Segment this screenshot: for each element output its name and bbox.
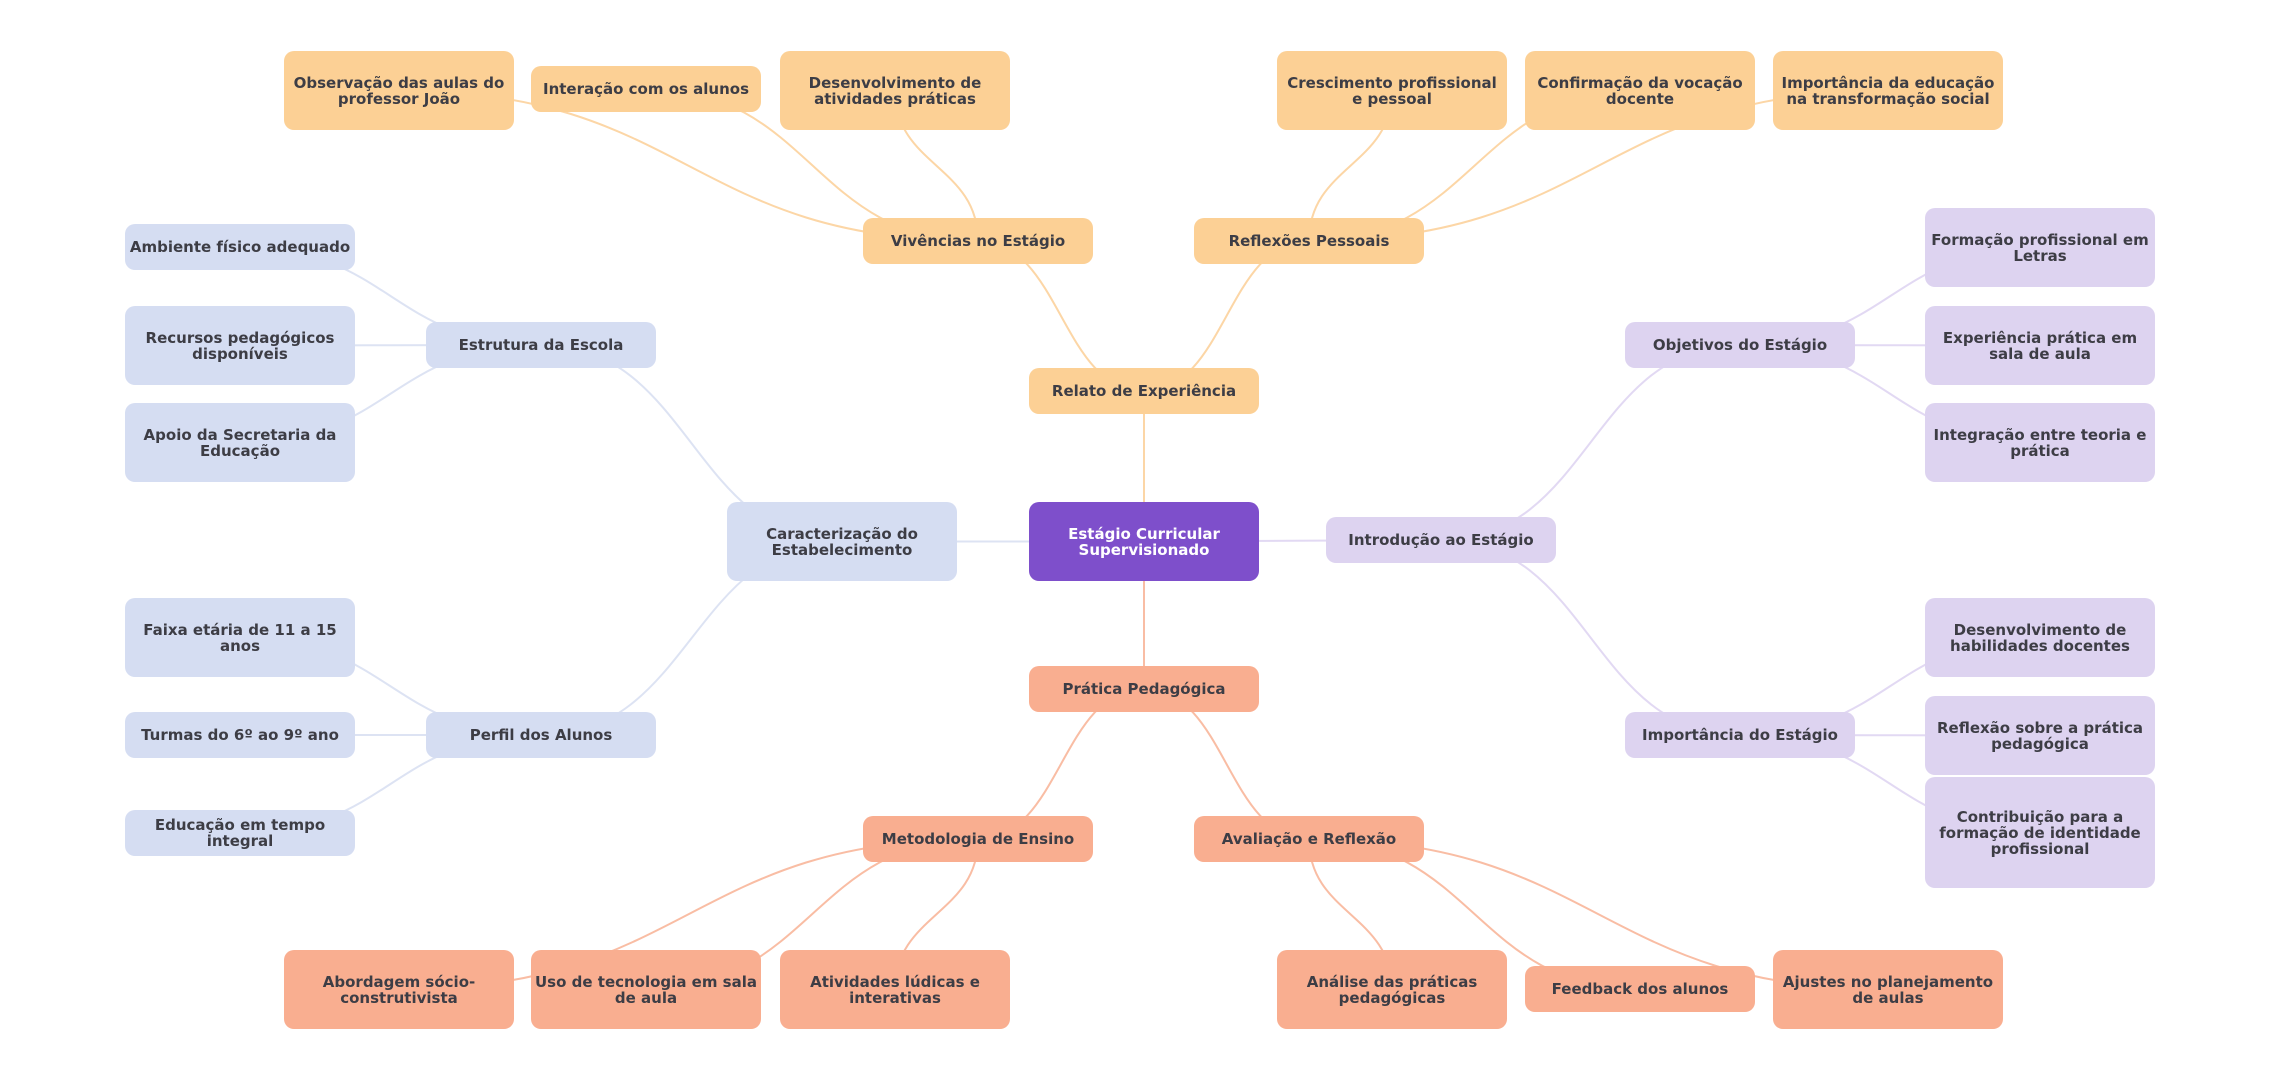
node-interacao-com-os-alunos[interactable]: Interação com os alunos: [531, 66, 761, 112]
node-ajustes-no-planejamento[interactable]: Ajustes no planejamento de aulas: [1773, 950, 2003, 1029]
node-estrutura-da-escola[interactable]: Estrutura da Escola: [426, 322, 656, 368]
node-formacao-profissional[interactable]: Formação profissional em Letras: [1925, 208, 2155, 287]
node-desenvolvimento-de-habilidades[interactable]: Desenvolvimento de habilidades docentes: [1925, 598, 2155, 677]
node-ambiente-fisico[interactable]: Ambiente físico adequado: [125, 224, 355, 270]
node-importancia-do-estagio[interactable]: Importância do Estágio: [1625, 712, 1855, 758]
node-uso-de-tecnologia[interactable]: Uso de tecnologia em sala de aula: [531, 950, 761, 1029]
node-abordagem-socio-construtivista[interactable]: Abordagem sócio-construtivista: [284, 950, 514, 1029]
node-introducao-ao-estagio[interactable]: Introdução ao Estágio: [1326, 517, 1556, 563]
node-metodologia-de-ensino[interactable]: Metodologia de Ensino: [863, 816, 1093, 862]
node-experiencia-pratica[interactable]: Experiência prática em sala de aula: [1925, 306, 2155, 385]
node-objetivos-do-estagio[interactable]: Objetivos do Estágio: [1625, 322, 1855, 368]
node-turmas[interactable]: Turmas do 6º ao 9º ano: [125, 712, 355, 758]
node-reflexoes-pessoais[interactable]: Reflexões Pessoais: [1194, 218, 1424, 264]
root-node-label: Estágio Curricular Supervisionado: [1068, 524, 1220, 559]
node-confirmacao-da-vocacao[interactable]: Confirmação da vocação docente: [1525, 51, 1755, 130]
root-node[interactable]: Estágio Curricular Supervisionado: [1029, 502, 1259, 581]
node-recursos-pedagogicos[interactable]: Recursos pedagógicos disponíveis: [125, 306, 355, 385]
node-educacao-em-tempo-integral[interactable]: Educação em tempo integral: [125, 810, 355, 856]
node-feedback-dos-alunos[interactable]: Feedback dos alunos: [1525, 966, 1755, 1012]
node-pratica-pedagogica[interactable]: Prática Pedagógica: [1029, 666, 1259, 712]
node-caracterizacao-do-estabelecimento[interactable]: Caracterização do Estabelecimento: [727, 502, 957, 581]
node-importancia-da-educacao[interactable]: Importância da educação na transformação…: [1773, 51, 2003, 130]
node-desenvolvimento-de-atividades[interactable]: Desenvolvimento de atividades práticas: [780, 51, 1010, 130]
node-vivencias-no-estagio[interactable]: Vivências no Estágio: [863, 218, 1093, 264]
edge-introducao-importancia_estagio: [1440, 539, 1741, 736]
node-faixa-etaria[interactable]: Faixa etária de 11 a 15 anos: [125, 598, 355, 677]
node-perfil-dos-alunos[interactable]: Perfil dos Alunos: [426, 712, 656, 758]
node-contribuicao-identidade[interactable]: Contribuição para a formação de identida…: [1925, 777, 2155, 888]
edge-introducao-objetivos: [1440, 344, 1741, 541]
node-observacao-das-aulas[interactable]: Observação das aulas do professor João: [284, 51, 514, 130]
node-atividades-ludicas[interactable]: Atividades lúdicas e interativas: [780, 950, 1010, 1029]
node-analise-das-praticas[interactable]: Análise das práticas pedagógicas: [1277, 950, 1507, 1029]
node-apoio-da-secretaria[interactable]: Apoio da Secretaria da Educação: [125, 403, 355, 482]
node-relato-de-experiencia[interactable]: Relato de Experiência: [1029, 368, 1259, 414]
node-reflexao-sobre-a-pratica[interactable]: Reflexão sobre a prática pedagógica: [1925, 696, 2155, 775]
node-crescimento-profissional[interactable]: Crescimento profissional e pessoal: [1277, 51, 1507, 130]
node-avaliacao-e-reflexao[interactable]: Avaliação e Reflexão: [1194, 816, 1424, 862]
node-integracao-teoria-pratica[interactable]: Integração entre teoria e prática: [1925, 403, 2155, 482]
